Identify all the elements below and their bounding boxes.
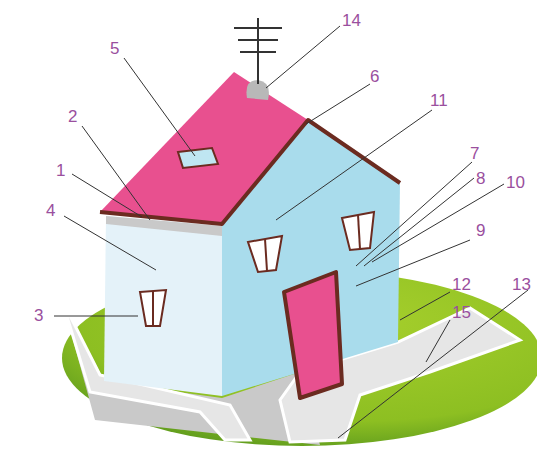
side-wall — [104, 216, 222, 396]
callout-number: 12 — [452, 276, 471, 293]
antenna — [234, 18, 282, 84]
callout-number: 9 — [476, 222, 485, 239]
callout-number: 13 — [512, 276, 531, 293]
skylight — [178, 148, 218, 168]
door — [284, 272, 342, 398]
callout-number: 2 — [68, 108, 77, 125]
callout-number: 10 — [506, 174, 525, 191]
callout-number: 6 — [370, 68, 379, 85]
callout-number: 7 — [470, 145, 479, 162]
callout-number: 14 — [342, 12, 361, 29]
roof-trim — [100, 120, 400, 224]
callout-number: 5 — [110, 40, 119, 57]
callout-number: 8 — [476, 170, 485, 187]
callout-number: 3 — [34, 307, 43, 324]
callout-number: 15 — [452, 304, 471, 321]
callout-number: 4 — [46, 202, 55, 219]
callout-number: 11 — [430, 92, 448, 109]
roof — [100, 72, 308, 224]
callout-number: 1 — [56, 162, 65, 179]
leader-line — [54, 26, 528, 438]
